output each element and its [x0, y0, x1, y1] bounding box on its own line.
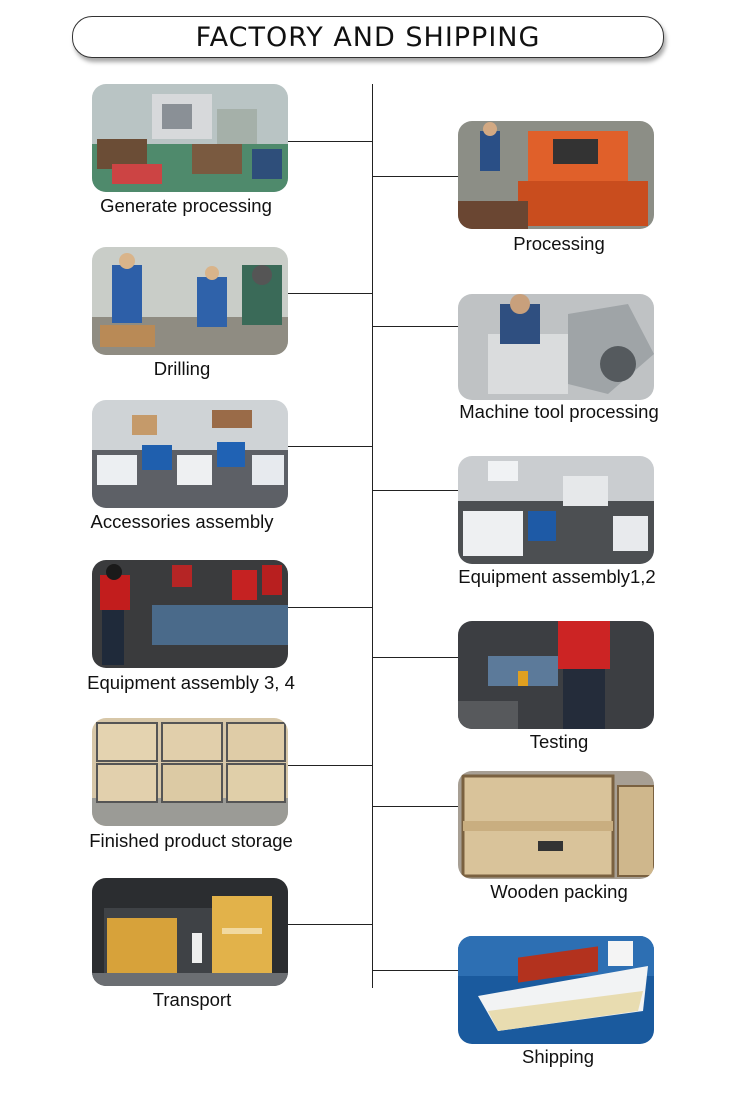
- caption-generate-processing: Generate processing: [100, 195, 272, 216]
- accessories-assembly-photo: [92, 400, 288, 508]
- connector-line: [372, 806, 458, 808]
- connector-line: [288, 607, 372, 609]
- drilling-workers-photo: [92, 247, 288, 355]
- caption-transport: Transport: [152, 989, 232, 1010]
- caption-processing: Processing: [513, 233, 605, 254]
- cargo-ship-photo: [458, 936, 654, 1044]
- caption-wooden-packing: Wooden packing: [490, 881, 628, 902]
- connector-line: [288, 293, 372, 295]
- caption-shipping: Shipping: [521, 1046, 594, 1067]
- caption-testing: Testing: [529, 731, 589, 752]
- wooden-crate-photo: [458, 771, 654, 879]
- crate-storage-photo: [92, 718, 288, 826]
- machine-tool-photo: [458, 294, 654, 400]
- connector-line: [288, 765, 372, 767]
- caption-machine-tool-processing: Machine tool processing: [459, 401, 659, 422]
- caption-equipment-assembly-1-2: Equipment assembly1,2: [458, 566, 656, 587]
- caption-equipment-assembly-3-4: Equipment assembly 3, 4: [87, 672, 295, 693]
- band-saw-machine-photo: [458, 121, 654, 229]
- caption-drilling: Drilling: [153, 358, 211, 379]
- connector-line: [288, 446, 372, 448]
- truck-loading-photo: [92, 878, 288, 986]
- connector-line: [372, 176, 458, 178]
- workshop-machines-photo: [92, 84, 288, 192]
- connector-line: [372, 326, 458, 328]
- connector-line: [372, 970, 458, 972]
- page-title: FACTORY AND SHIPPING: [195, 21, 541, 53]
- connector-line: [372, 657, 458, 659]
- connector-line: [372, 490, 458, 492]
- equipment-assembly-workers-photo: [92, 560, 288, 668]
- timeline-spine: [372, 84, 374, 988]
- caption-finished-product-storage: Finished product storage: [89, 830, 293, 851]
- connector-line: [288, 924, 372, 926]
- assembly-line-photo: [458, 456, 654, 564]
- connector-line: [288, 141, 372, 143]
- testing-worker-photo: [458, 621, 654, 729]
- caption-accessories-assembly: Accessories assembly: [90, 511, 274, 532]
- title-banner: FACTORY AND SHIPPING: [72, 16, 664, 58]
